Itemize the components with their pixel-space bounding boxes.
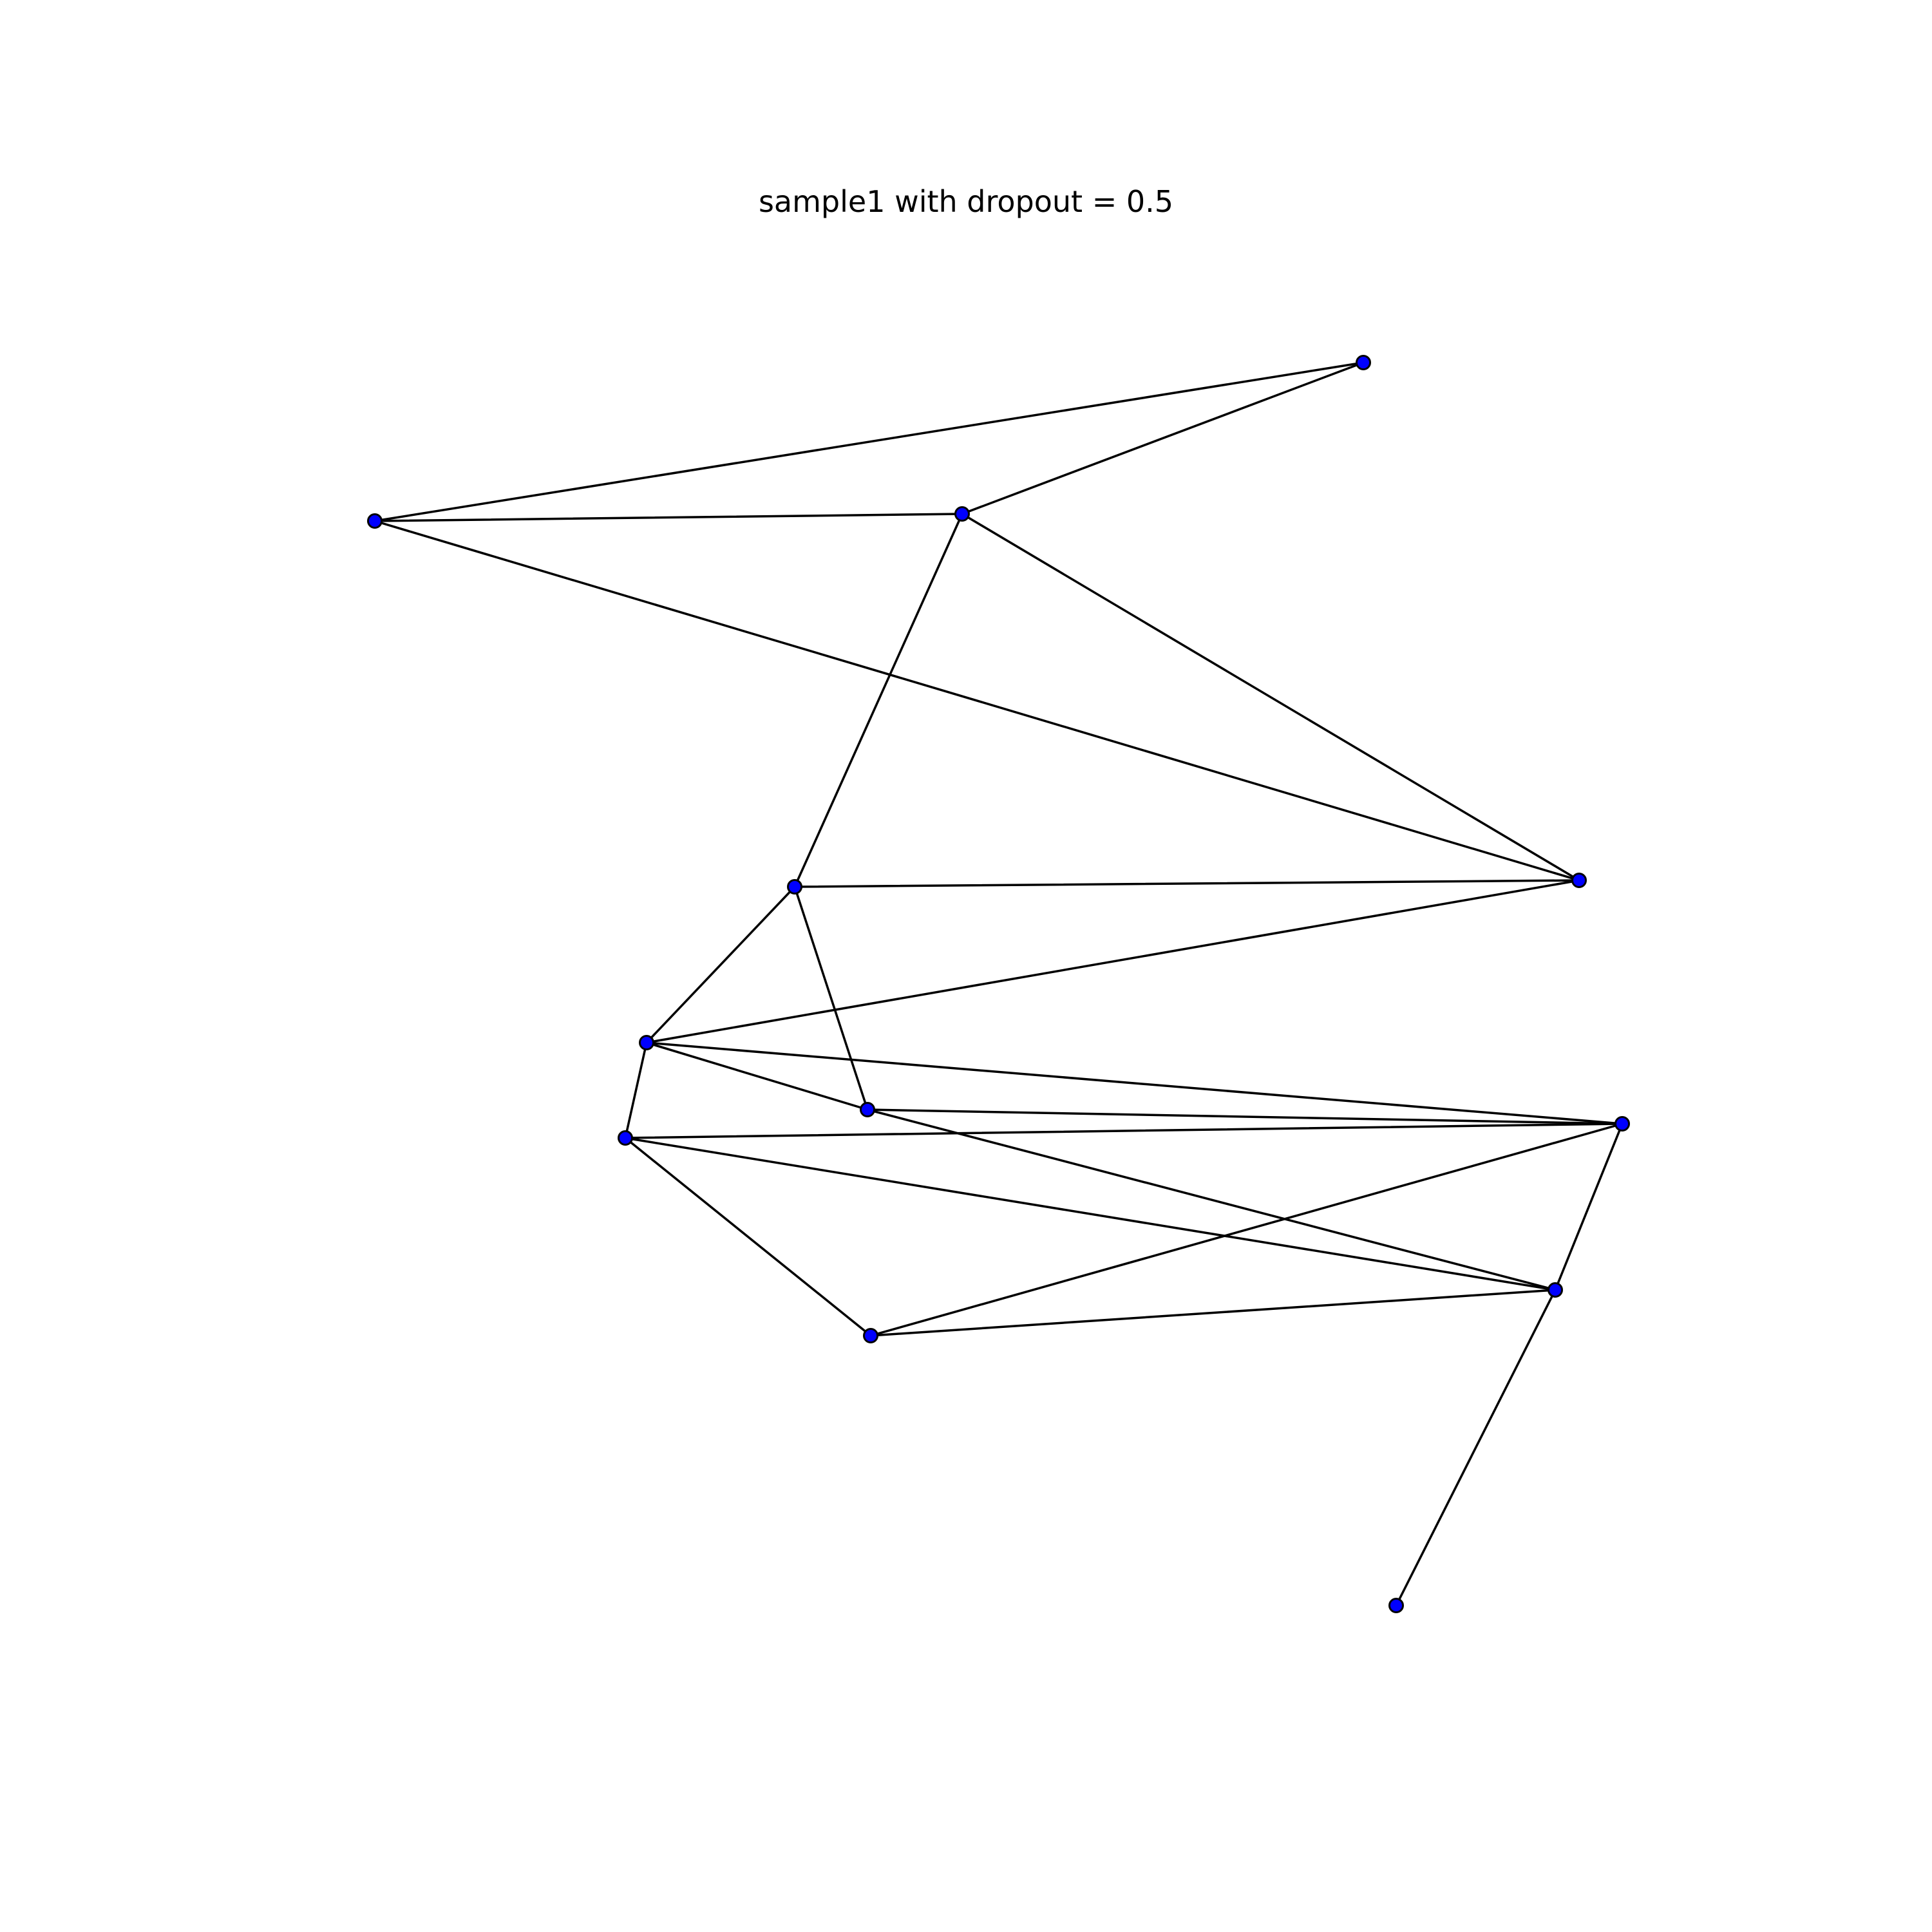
graph-edge-n1-n4 <box>961 513 1580 882</box>
graph-edge-n3-n6 <box>793 886 869 1111</box>
graph-edge-n7-n9 <box>624 1137 1557 1291</box>
graph-node-n5 <box>639 1035 654 1050</box>
graph-edge-n8-n6 <box>866 1108 1624 1125</box>
graph-edge-n1-n3 <box>793 513 963 888</box>
graph-node-n9 <box>1548 1282 1563 1298</box>
graph-node-n4 <box>1571 873 1587 888</box>
graph-edge-n9-n12 <box>1395 1289 1557 1607</box>
graph-edge-n5-n6 <box>645 1041 869 1111</box>
graph-edge-n0-n2 <box>374 361 1365 522</box>
graph-node-n8 <box>1615 1116 1630 1132</box>
graph-edge-n4-n5 <box>645 879 1580 1044</box>
graph-node-n12 <box>1388 1598 1404 1613</box>
graph-node-n6 <box>860 1102 875 1117</box>
edges-layer <box>374 361 1624 1607</box>
graph-edge-n0-n1 <box>961 361 1365 515</box>
graph-edge-n9-n10 <box>869 1289 1557 1337</box>
graph-node-n2 <box>367 513 383 529</box>
graph-node-n7 <box>618 1130 633 1146</box>
graph-edge-n3-n5 <box>645 886 796 1044</box>
graph-edge-n1-n2 <box>374 513 963 522</box>
graph-edge-n6-n9 <box>866 1108 1557 1291</box>
graph-node-n3 <box>787 879 802 895</box>
nodes-layer <box>367 355 1630 1613</box>
graph-edge-n5-n7 <box>624 1041 648 1139</box>
graph-edge-n4-n3 <box>793 879 1580 888</box>
graph-edge-n8-n7 <box>624 1122 1624 1139</box>
figure-title: sample1 with dropout = 0.5 <box>758 184 1174 219</box>
graph-edge-n5-n8 <box>645 1041 1624 1125</box>
graph-edge-n8-n9 <box>1554 1122 1624 1291</box>
graph-edge-n10-n11 <box>624 1137 872 1337</box>
graph-edge-n8-n10 <box>869 1122 1624 1337</box>
graph-node-n0 <box>1356 355 1371 370</box>
graph-node-n1 <box>954 506 970 522</box>
graph-edge-n2-n4 <box>374 520 1580 882</box>
graph-node-n10 <box>863 1328 878 1343</box>
